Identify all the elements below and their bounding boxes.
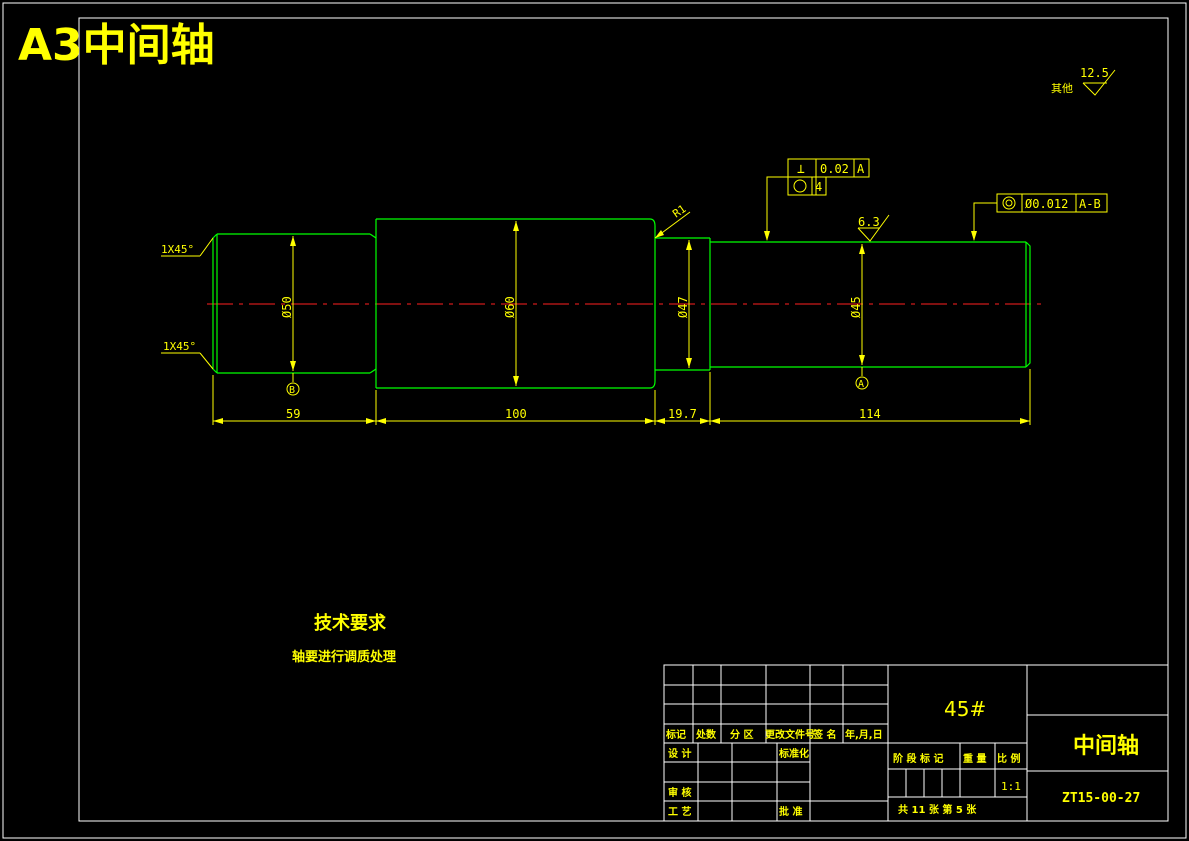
svg-text:更改文件号: 更改文件号 xyxy=(765,728,815,741)
svg-text:共 11 张 第 5 张: 共 11 张 第 5 张 xyxy=(898,803,977,816)
svg-text:审 核: 审 核 xyxy=(668,786,691,799)
len-19-7: 19.7 xyxy=(668,407,697,421)
svg-text:R1: R1 xyxy=(670,202,688,220)
datum-b: B xyxy=(286,373,300,396)
fillet-r1: R1 xyxy=(654,202,691,239)
svg-text:⊥: ⊥ xyxy=(797,162,805,177)
roughness-other-value: 12.5 xyxy=(1080,66,1109,80)
notes-text: 轴要进行调质处理 xyxy=(292,649,396,665)
svg-text:签 名: 签 名 xyxy=(812,728,836,741)
chamfer-bottom: 1X45° xyxy=(161,340,214,370)
svg-text:A: A xyxy=(857,162,865,176)
len-100: 100 xyxy=(505,407,527,421)
svg-text:设 计: 设 计 xyxy=(668,747,691,760)
dia-50: Ø50 xyxy=(280,296,294,318)
chamfer-top: 1X45° xyxy=(161,237,214,257)
part-name: 中间轴 xyxy=(1073,733,1139,759)
svg-text:分 区: 分 区 xyxy=(730,728,753,741)
title-block xyxy=(663,664,1169,822)
svg-text:A-B: A-B xyxy=(1079,197,1101,211)
svg-text:批 准: 批 准 xyxy=(779,805,802,818)
svg-text:年,月,日: 年,月,日 xyxy=(845,728,883,741)
svg-text:1X45°: 1X45° xyxy=(161,243,194,256)
svg-text:比 例: 比 例 xyxy=(997,752,1020,765)
svg-text:6.3: 6.3 xyxy=(858,215,880,229)
dia-60: Ø60 xyxy=(503,296,517,318)
svg-text:标记: 标记 xyxy=(665,728,686,741)
svg-text:重 量: 重 量 xyxy=(963,752,986,765)
diameter-dims: Ø50 Ø60 Ø47 Ø45 xyxy=(280,221,865,386)
tolerance-frame-1: ⊥ 0.02 A 4 xyxy=(764,158,870,241)
dia-45: Ø45 xyxy=(849,296,863,318)
svg-text:0.02: 0.02 xyxy=(820,162,849,176)
inner-border xyxy=(78,17,1169,822)
svg-text:处数: 处数 xyxy=(695,728,717,741)
dia-47: Ø47 xyxy=(676,296,690,318)
svg-text:B: B xyxy=(289,385,295,396)
svg-text:标准化: 标准化 xyxy=(778,747,809,760)
notes-heading: 技术要求 xyxy=(314,612,387,634)
svg-text:1X45°: 1X45° xyxy=(163,340,196,353)
material: 45# xyxy=(944,697,986,721)
svg-text:A: A xyxy=(858,379,864,390)
svg-text:4: 4 xyxy=(815,180,822,194)
scale-value: 1:1 xyxy=(1001,780,1021,793)
length-dims: 59 100 19.7 114 xyxy=(212,369,1031,425)
len-114: 114 xyxy=(859,407,881,421)
roughness-other-label: 其他 xyxy=(1051,82,1073,95)
svg-text:阶 段 标 记: 阶 段 标 记 xyxy=(893,752,943,765)
datum-a: A xyxy=(855,367,869,390)
svg-text:Ø0.012: Ø0.012 xyxy=(1025,197,1068,211)
roughness-local: 6.3 xyxy=(857,214,890,242)
tolerance-frame-3: Ø0.012 A-B xyxy=(971,193,1108,241)
drawing-number: ZT15-00-27 xyxy=(1062,791,1140,806)
sheet-title: A3中间轴 xyxy=(18,20,215,71)
roughness-other: 其他 12.5 xyxy=(1051,66,1116,96)
len-59: 59 xyxy=(286,407,300,421)
svg-text:工 艺: 工 艺 xyxy=(668,805,691,818)
